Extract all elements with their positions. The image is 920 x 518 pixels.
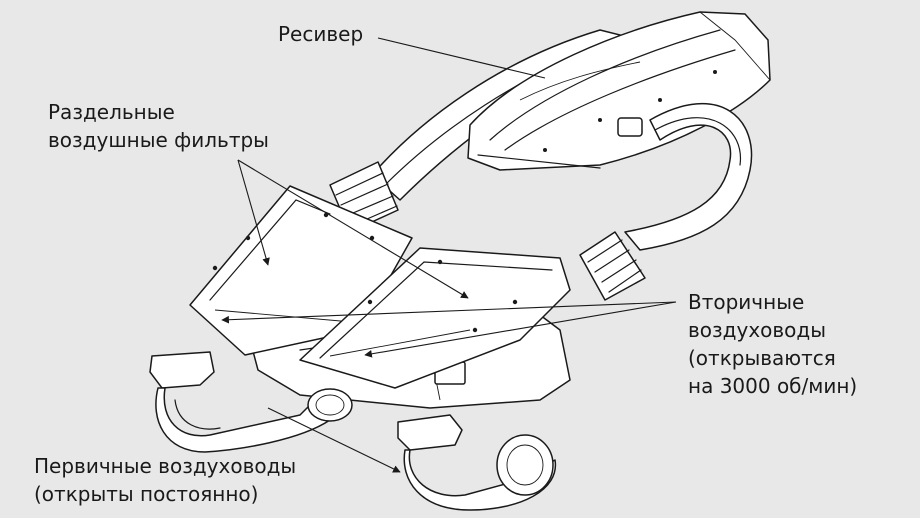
label-filters-line-2: воздушные фильтры	[48, 128, 269, 152]
receiver-plenum	[467, 11, 771, 171]
leader-filter-left	[237, 159, 270, 266]
label-receiver: Ресивер	[278, 20, 363, 48]
label-filters: Раздельные воздушные фильтры	[48, 98, 269, 154]
label-filters-line-1: Раздельные	[48, 100, 175, 124]
label-primary-line-2: (открыты постоянно)	[34, 482, 259, 506]
label-secondary-line-1: Вторичные	[688, 290, 805, 314]
leader-primary	[267, 407, 401, 473]
label-secondary-line-3: (открываются	[688, 346, 836, 370]
label-primary-ducts: Первичные воздуховоды (открыты постоянно…	[34, 452, 296, 508]
label-receiver-text: Ресивер	[278, 22, 364, 46]
leader-secondary-right	[364, 301, 677, 358]
primary-duct-right	[397, 414, 557, 511]
primary-duct-left	[149, 351, 353, 453]
right-bellows	[579, 231, 646, 301]
label-primary-line-1: Первичные воздуховоды	[34, 454, 297, 478]
label-secondary-line-2: воздуховоды	[688, 318, 827, 342]
label-secondary-line-4: на 3000 об/мин)	[688, 374, 858, 398]
label-secondary-ducts: Вторичные воздуховоды (открываются на 30…	[688, 288, 857, 400]
leader-filter-right	[237, 159, 469, 299]
leader-secondary-left	[221, 301, 677, 324]
right-runner-loop	[624, 102, 753, 251]
leader-receiver	[377, 37, 546, 79]
